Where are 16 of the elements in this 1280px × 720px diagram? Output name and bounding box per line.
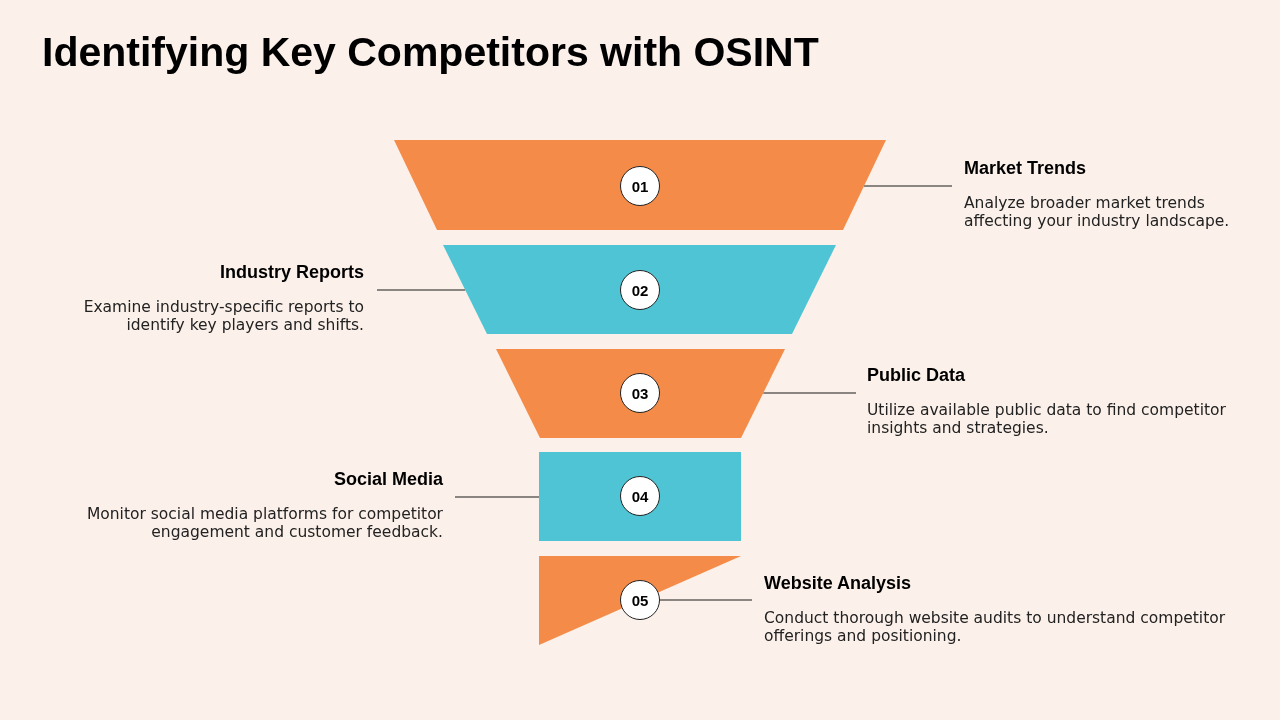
title: Identifying Key Competitors with OSINT	[42, 28, 819, 76]
heading: Website Analysis	[764, 572, 913, 594]
heading: Market Trends	[964, 157, 1088, 179]
leader-line	[376, 289, 466, 291]
heading: Public Data	[867, 364, 967, 386]
leader-line	[659, 599, 753, 601]
heading: Social Media	[332, 468, 443, 490]
heading: Industry Reports	[218, 261, 364, 283]
leader-line	[454, 496, 540, 498]
description: Utilize available public data to find competitor insights and strategies.	[867, 401, 1227, 437]
leader-line	[762, 392, 857, 394]
description: Monitor social media platforms for competitor engagement and customer feedback.	[85, 505, 443, 541]
leader-line	[863, 185, 953, 187]
description: Analyze broader market trends affecting your industry landscape.	[964, 194, 1231, 230]
description: Examine industry-specific reports to identify key players and shifts.	[82, 298, 364, 334]
description: Conduct thorough website audits to understand competitor offerings and positioning.	[764, 609, 1227, 645]
